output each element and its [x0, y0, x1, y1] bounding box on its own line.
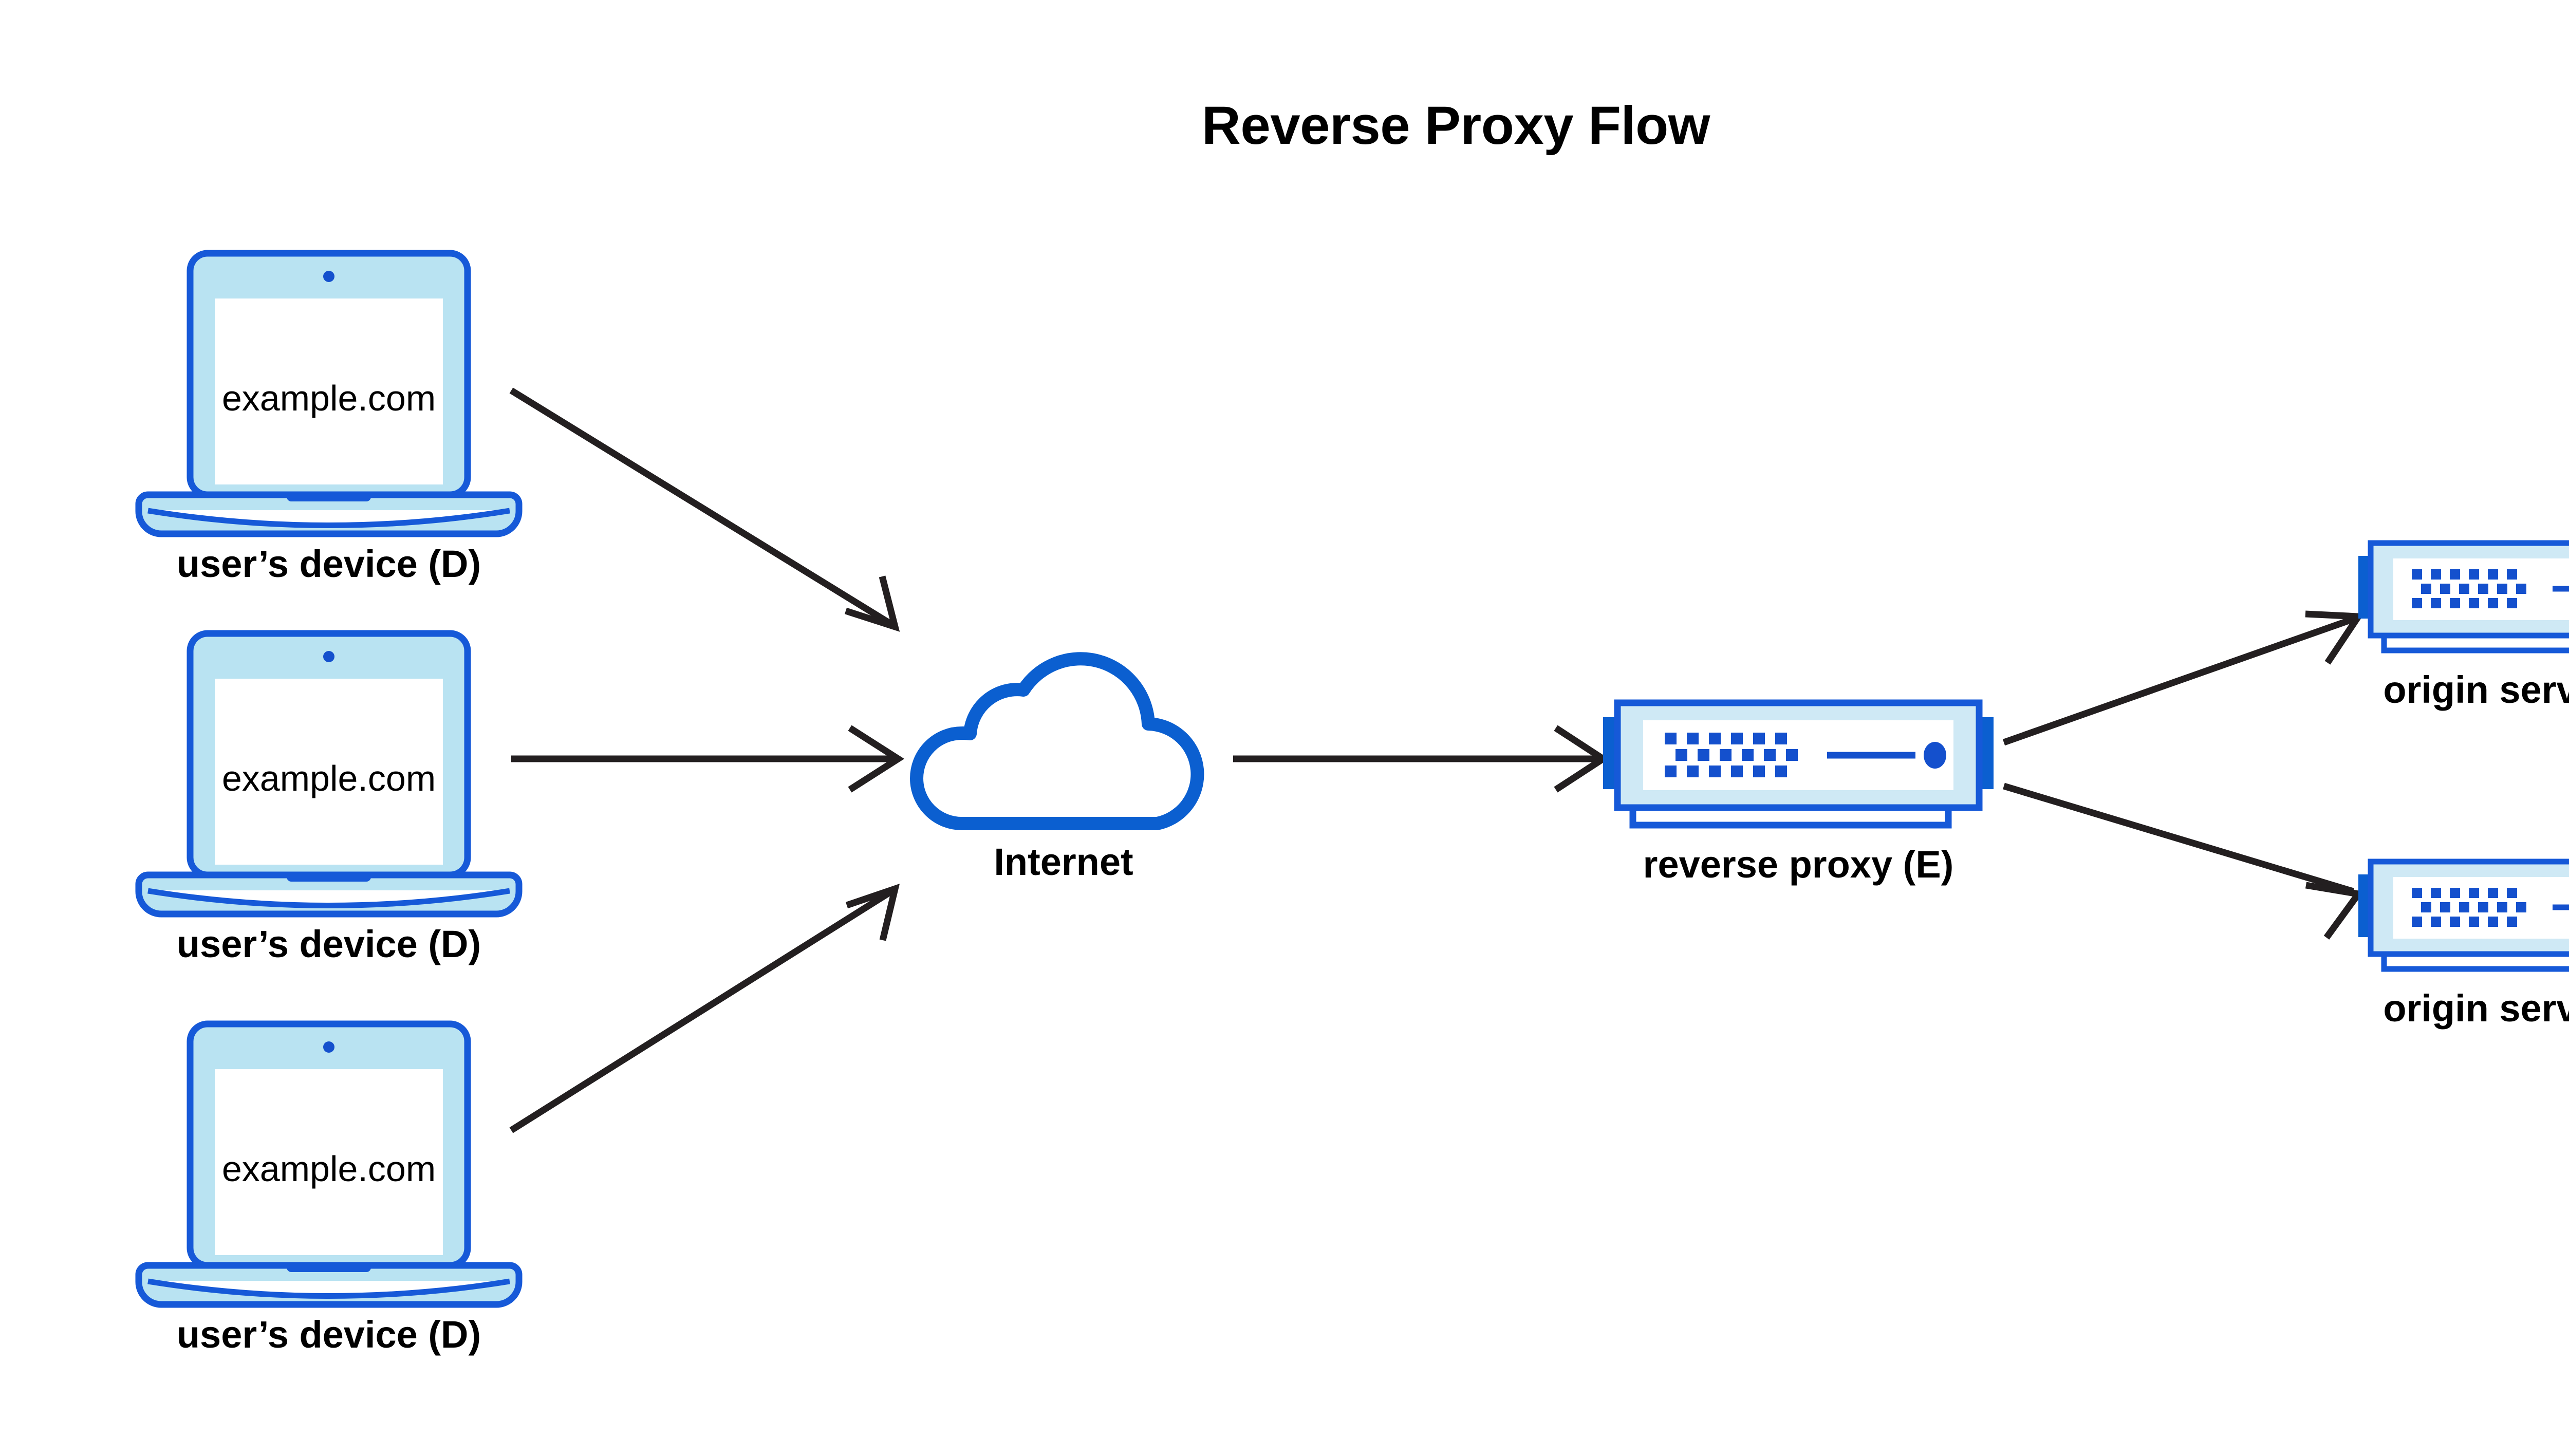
node-device-1[interactable]: example.com user’s device (D) — [135, 249, 523, 585]
node-device-2[interactable]: example.com user’s device (D) — [135, 629, 523, 965]
node-reverse-proxy[interactable]: reverse proxy (E) — [1603, 699, 1994, 886]
device-label: user’s device (D) — [176, 1313, 481, 1356]
origin-server-label: origin server (F) — [2383, 987, 2569, 1030]
server-vents-icon — [1665, 733, 1798, 777]
origin-server-label: origin server (F) — [2383, 668, 2569, 711]
server-icon — [1603, 699, 1994, 829]
cloud-icon — [910, 652, 1204, 830]
device-label: user’s device (D) — [176, 543, 481, 585]
server-vents-icon — [2412, 888, 2526, 927]
server-icon — [2358, 858, 2569, 972]
reverse-proxy-label: reverse proxy (E) — [1643, 843, 1954, 886]
connector-device3-internet — [509, 884, 900, 1133]
connector-device1-internet — [509, 387, 900, 632]
webcam-dot-icon — [323, 651, 334, 662]
device-screen-text: example.com — [221, 1149, 436, 1189]
laptop-icon — [135, 630, 523, 918]
connector-proxy-origin2 — [2003, 782, 2365, 940]
node-origin-1[interactable]: origin server (F) — [2358, 539, 2569, 711]
device-screen-text: example.com — [221, 758, 436, 798]
internet-label: Internet — [994, 841, 1133, 883]
node-device-3[interactable]: example.com user’s device (D) — [135, 1020, 523, 1356]
server-icon — [2358, 540, 2569, 654]
connector-internet-proxy — [1233, 725, 1609, 793]
page-title: Reverse Proxy Flow — [1202, 96, 1710, 156]
node-origin-2[interactable]: origin server (F) — [2358, 858, 2569, 1030]
server-indicator-dot — [1924, 742, 1946, 769]
connector-proxy-origin1 — [2002, 610, 2365, 746]
webcam-dot-icon — [323, 1041, 334, 1053]
node-internet[interactable]: Internet — [910, 640, 1213, 883]
server-vents-icon — [2412, 569, 2526, 608]
connector-device2-internet — [511, 725, 905, 793]
laptop-icon — [135, 1020, 523, 1308]
device-label: user’s device (D) — [176, 923, 481, 965]
laptop-icon — [135, 250, 523, 537]
webcam-dot-icon — [323, 271, 334, 282]
device-screen-text: example.com — [221, 378, 436, 418]
